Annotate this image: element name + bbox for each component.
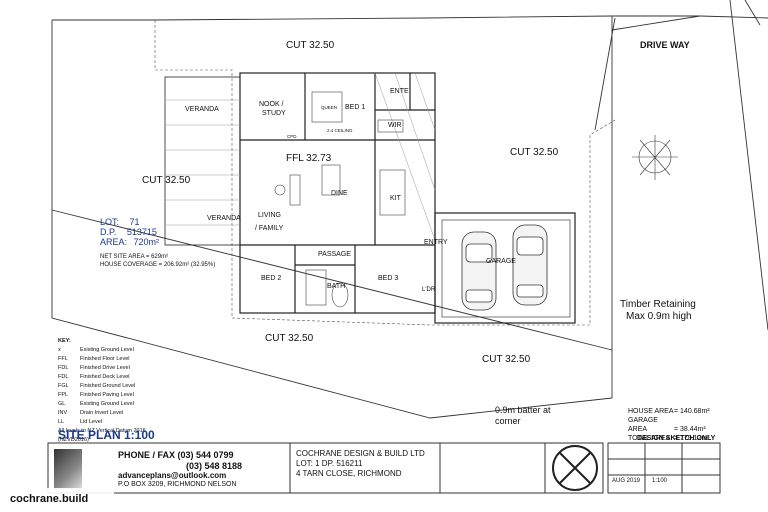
dp-label: D.P. [100,227,117,237]
furniture [274,91,406,308]
study-label: STUDY [262,110,286,117]
bath-label: BATH [327,283,346,290]
entry-label: ENTRY [424,239,448,246]
cut-top-label: CUT 32.50 [286,40,335,51]
watermark: cochrane.build [4,488,114,510]
setback-line [154,20,616,326]
kit-label: KIT [390,195,401,202]
company-logo-icon [54,449,82,489]
cut-right-label: CUT 32.50 [510,147,559,158]
batter-label: 0.9m batter at [495,405,551,415]
dine-label: DINE [331,190,348,197]
address-line: 4 TARN CLOSE, RICHMOND [296,469,402,478]
passage-label: PASSAGE [318,251,351,258]
garage-area-label: GARAGE AREA [628,417,658,433]
living-label: LIVING [258,212,281,219]
firm-name: COCHRANE DESIGN & BUILD LTD [296,449,425,458]
bed1-label: BED 1 [345,104,366,111]
email-line: advanceplans@outlook.com [118,471,227,480]
house-outline [164,72,436,314]
phone-line: PHONE / FAX (03) 544 0799 [118,450,234,460]
car-icons [461,224,548,311]
veranda-hatch [165,72,436,241]
design-sketch-label: DESIGN SKETCH ONLY [637,435,716,442]
lot-value: 71 [129,217,140,227]
site-plan-title: SITE PLAN 1:100 [58,428,155,442]
ffl-label: FFL 32.73 [286,153,332,164]
total-area-value: = 179.12m² [674,435,710,442]
house-area-value: = 140.68m² [674,408,710,415]
timber-height-label: Max 0.9m high [626,311,692,322]
lot-dp-line: LOT: 1 DP. 516211 [296,459,363,468]
net-site-area: NET SITE AREA = 629m² [100,254,169,260]
key-note: All levels to NZ Vertical Datum 2016 [58,428,146,434]
garage-label: GARAGE [486,258,516,265]
family-label: / FAMILY [255,225,284,232]
batter-label-2: corner [495,416,521,426]
cut-left-label: CUT 32.50 [142,175,191,186]
bed2-label: BED 2 [261,275,282,282]
north-arrow-icon [632,135,678,180]
key-title: KEY: [58,338,71,344]
dp-value: 513715 [126,227,157,237]
lot-info: LOT: 71 D.P. 513715 AREA: 720m² [100,217,159,247]
nook-label: NOOK / [259,101,284,108]
site-stamp-icon [552,445,598,491]
cut-bottom-right-label: CUT 32.50 [482,354,531,365]
veranda-top-label: VERANDA [185,106,219,113]
veranda-left-label: VERANDA [207,215,241,222]
scale-value: 1:100 [652,478,668,484]
cut-bottom-left-label: CUT 32.50 [265,333,314,344]
ceiling-label: 2.4 CEILING [327,128,353,133]
wir-label: WIR [388,122,402,129]
house-area-label: HOUSE AREA [628,408,674,415]
ente-label: ENTE [390,88,409,95]
po-box-line: P.O BOX 3209, RICHMOND NELSON [118,481,237,488]
date-value: AUG 2019 [612,478,641,484]
key-note-2: (NZVD2016) [58,437,89,443]
lot-label: LOT: [100,217,120,227]
area-value: 720m² [133,237,160,247]
title-block-frame [47,442,721,494]
area-label: AREA: [100,237,128,247]
boundary-lines [51,0,768,419]
timber-retaining-label: Timber Retaining [620,299,696,310]
area-summary: HOUSE AREA= 140.68m² GARAGE AREA = 38.44m… [628,407,710,443]
garage-outline [434,212,576,324]
house-coverage: HOUSE COVERAGE = 206.92m² (32.95%) [100,262,216,268]
queen-label: QUEEN [321,105,338,110]
driveway-label: DRIVE WAY [640,40,690,50]
phone-line-2: (03) 548 8188 [186,461,243,471]
cpd-label: CPD [287,134,297,139]
total-area-label: TOTAL AREA [628,435,671,442]
bed3-label: BED 3 [378,275,399,282]
ldr-label: L'DR [422,287,436,293]
garage-area-value: = 38.44m² [674,426,706,433]
